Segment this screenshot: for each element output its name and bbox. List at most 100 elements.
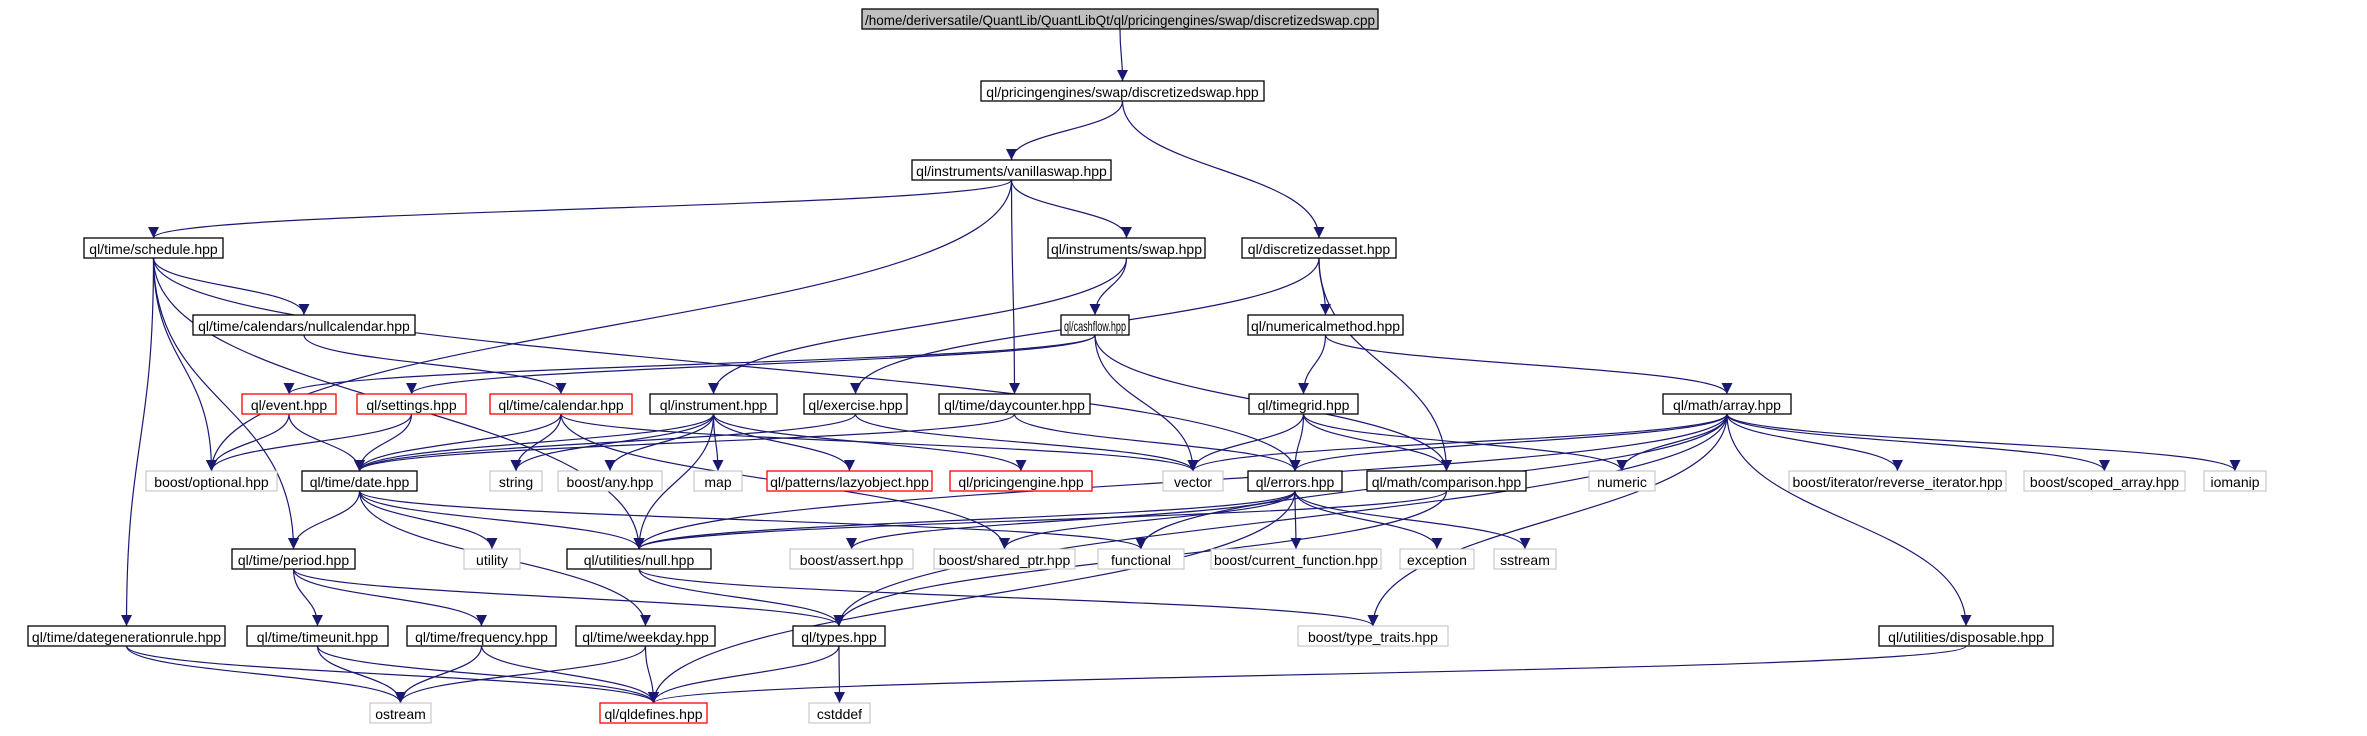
edge-errors-to-null	[633, 490, 1296, 550]
node-label-errors: ql/errors.hpp	[1256, 474, 1335, 490]
edge-settings-to-optional	[206, 413, 413, 472]
node-timegrid[interactable]: ql/timegrid.hpp	[1248, 393, 1359, 415]
edge-vanillaswap-to-swap	[1010, 179, 1132, 239]
node-box-calendar	[489, 393, 633, 415]
edge-swap-to-instrument	[708, 257, 1128, 395]
edge-vanillaswap-to-daycounter	[1008, 179, 1020, 395]
node-ostream[interactable]: ostream	[369, 702, 432, 724]
node-label-nullcalendar: ql/time/calendars/nullcalendar.hpp	[198, 318, 410, 334]
node-types[interactable]: ql/types.hpp	[792, 625, 886, 647]
node-label-period: ql/time/period.hpp	[238, 552, 350, 568]
edge-instrument-to-pricingengine	[712, 413, 1027, 472]
node-event[interactable]: ql/event.hpp	[241, 393, 337, 415]
node-sstream[interactable]: sstream	[1493, 548, 1557, 570]
node-optional[interactable]: boost/optional.hpp	[145, 470, 278, 492]
edge-weekday-to-ostream	[395, 645, 647, 704]
node-string[interactable]: string	[489, 470, 543, 492]
edge-daycounter-to-date	[354, 413, 1016, 472]
edge-cashflow-to-event	[283, 334, 1096, 395]
node-root[interactable]: /home/deriversatile/QuantLib/QuantLibQt/…	[861, 8, 1379, 30]
edge-date-to-period	[288, 490, 361, 550]
edge-schedule-to-errors	[152, 257, 1301, 472]
node-array[interactable]: ql/math/array.hpp	[1662, 393, 1792, 415]
edge-array-to-scoped-array	[1726, 413, 2110, 472]
node-shared-ptr[interactable]: boost/shared_ptr.hpp	[933, 548, 1076, 570]
node-qldefines[interactable]: ql/qldefines.hpp	[599, 702, 708, 724]
node-settings[interactable]: ql/settings.hpp	[356, 393, 467, 415]
node-disposable[interactable]: ql/utilities/disposable.hpp	[1878, 625, 2054, 647]
node-schedule[interactable]: ql/time/schedule.hpp	[83, 237, 224, 259]
node-box-current-function	[1210, 548, 1382, 570]
edge-errors-to-shared-ptr	[999, 490, 1296, 550]
node-label-sstream: sstream	[1500, 552, 1550, 568]
node-label-vanillaswap: ql/instruments/vanillaswap.hpp	[916, 163, 1107, 179]
node-dategenerationrule[interactable]: ql/time/dategenerationrule.hpp	[27, 625, 226, 647]
node-box-lazyobject	[766, 470, 933, 492]
node-box-dategenerationrule	[27, 625, 226, 647]
node-numericalmethod[interactable]: ql/numericalmethod.hpp	[1247, 314, 1404, 336]
node-cashflow[interactable]: ql/cashflow.hpp	[1060, 314, 1130, 336]
node-label-numeric: numeric	[1597, 474, 1647, 490]
node-reverse-iterator[interactable]: boost/iterator/reverse_iterator.hpp	[1788, 470, 2007, 492]
node-box-string	[489, 470, 543, 492]
node-lazyobject[interactable]: ql/patterns/lazyobject.hpp	[766, 470, 933, 492]
edge-daycounter-to-errors	[1013, 413, 1301, 472]
node-box-daycounter	[938, 393, 1091, 415]
node-pricingengine[interactable]: ql/pricingengine.hpp	[949, 470, 1093, 492]
node-label-assert: boost/assert.hpp	[800, 552, 904, 568]
node-calendar[interactable]: ql/time/calendar.hpp	[489, 393, 633, 415]
node-utility[interactable]: utility	[463, 548, 521, 570]
node-vector[interactable]: vector	[1162, 470, 1224, 492]
node-label-schedule: ql/time/schedule.hpp	[89, 241, 218, 257]
node-errors[interactable]: ql/errors.hpp	[1247, 470, 1343, 492]
node-any[interactable]: boost/any.hpp	[557, 470, 663, 492]
node-cstddef[interactable]: cstddef	[808, 702, 871, 724]
node-instrument[interactable]: ql/instrument.hpp	[649, 393, 778, 415]
node-discretizedasset[interactable]: ql/discretizedasset.hpp	[1241, 237, 1397, 259]
node-box-disposable	[1878, 625, 2054, 647]
node-current-function[interactable]: boost/current_function.hpp	[1210, 548, 1382, 570]
node-box-schedule	[83, 237, 224, 259]
node-label-any: boost/any.hpp	[567, 474, 654, 490]
edge-numericalmethod-to-array	[1324, 334, 1733, 395]
node-weekday[interactable]: ql/time/weekday.hpp	[575, 625, 716, 647]
edge-schedule-to-optional	[152, 257, 217, 472]
edge-event-to-date	[288, 413, 365, 472]
node-exercise[interactable]: ql/exercise.hpp	[803, 393, 908, 415]
node-numeric[interactable]: numeric	[1588, 470, 1656, 492]
edge-instrument-to-map	[712, 413, 724, 472]
node-null[interactable]: ql/utilities/null.hpp	[566, 548, 712, 570]
node-label-current-function: boost/current_function.hpp	[1214, 552, 1378, 568]
node-label-daycounter: ql/time/daycounter.hpp	[944, 397, 1085, 413]
node-assert[interactable]: boost/assert.hpp	[789, 548, 914, 570]
node-daycounter[interactable]: ql/time/daycounter.hpp	[938, 393, 1091, 415]
node-timeunit[interactable]: ql/time/timeunit.hpp	[246, 625, 389, 647]
node-functional[interactable]: functional	[1097, 548, 1185, 570]
node-vanillaswap[interactable]: ql/instruments/vanillaswap.hpp	[911, 159, 1112, 181]
node-label-exception: exception	[1407, 552, 1467, 568]
node-comparison[interactable]: ql/math/comparison.hpp	[1366, 470, 1527, 492]
node-swap[interactable]: ql/instruments/swap.hpp	[1047, 237, 1206, 259]
node-label-swap: ql/instruments/swap.hpp	[1051, 241, 1202, 257]
edge-schedule-to-dategenerationrule	[121, 257, 155, 627]
node-type-traits[interactable]: boost/type_traits.hpp	[1297, 625, 1449, 647]
node-box-cstddef	[808, 702, 871, 724]
node-exception[interactable]: exception	[1399, 548, 1475, 570]
node-label-timeunit: ql/time/timeunit.hpp	[257, 629, 379, 645]
node-discretizedswap[interactable]: ql/pricingengines/swap/discretizedswap.h…	[980, 80, 1265, 102]
edge-swap-to-cashflow	[1089, 257, 1128, 316]
edge-dategenerationrule-to-ostream	[125, 645, 406, 704]
node-box-optional	[145, 470, 278, 492]
node-nullcalendar[interactable]: ql/time/calendars/nullcalendar.hpp	[192, 314, 416, 336]
node-scoped-array[interactable]: boost/scoped_array.hpp	[2023, 470, 2186, 492]
node-date[interactable]: ql/time/date.hpp	[301, 470, 418, 492]
node-map[interactable]: map	[693, 470, 743, 492]
edge-date-to-utility	[358, 490, 498, 550]
node-box-instrument	[649, 393, 778, 415]
node-box-timeunit	[246, 625, 389, 647]
node-period[interactable]: ql/time/period.hpp	[231, 548, 356, 570]
node-label-array: ql/math/array.hpp	[1673, 397, 1781, 413]
node-label-timegrid: ql/timegrid.hpp	[1258, 397, 1350, 413]
node-frequency[interactable]: ql/time/frequency.hpp	[406, 625, 557, 647]
node-iomanip[interactable]: iomanip	[2203, 470, 2267, 492]
